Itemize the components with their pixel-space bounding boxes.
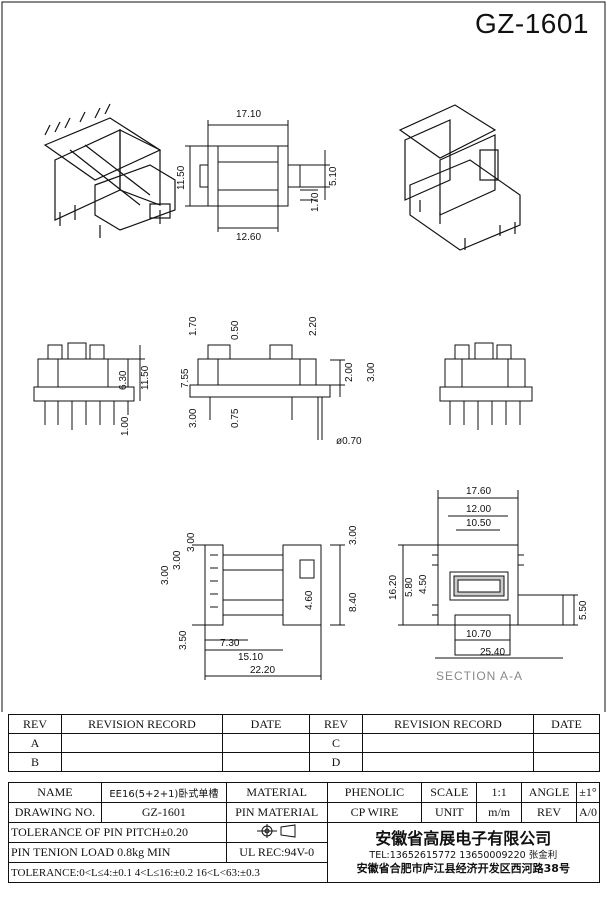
dim-sec-12-00: 12.00 (466, 504, 491, 515)
dim-bot-8-40: 8.40 (348, 592, 359, 612)
dim-bot-3-50: 3.50 (178, 630, 189, 650)
dim-side-3-00b: 3.00 (366, 362, 377, 382)
record-cell (362, 752, 534, 772)
rev-cell: A (8, 733, 62, 753)
side-view-center (189, 344, 345, 440)
angle-value: ±1° (576, 782, 600, 803)
material-label: MATERIAL (225, 782, 328, 803)
revision-row: A C (8, 733, 600, 753)
scale-value: 1:1 (476, 782, 523, 803)
dim-side-1-00: 1.00 (120, 416, 131, 436)
iso-view-right (398, 104, 521, 251)
side-view-right (439, 342, 533, 430)
rev-cell: D (309, 752, 363, 772)
date-header: DATE (222, 714, 310, 734)
dim-top-right-a: 5.10 (328, 166, 339, 186)
revision-header-row: REV REVISION RECORD DATE REV REVISION RE… (8, 714, 600, 734)
dim-side-6-30: 6.30 (118, 370, 129, 390)
revision-record-header: REVISION RECORD (362, 714, 534, 734)
company-address: 安徽省合肥市庐江县经济开发区西河路38号 (356, 861, 570, 875)
pin-material-value: CP WIRE (326, 802, 423, 823)
date-header: DATE (533, 714, 600, 734)
scale-label: SCALE (421, 782, 478, 803)
dim-bot-15-10: 15.10 (238, 652, 263, 663)
section-label: SECTION A-A (436, 669, 523, 683)
dim-sec-10-50: 10.50 (466, 518, 491, 529)
material-value: PHENOLIC (326, 782, 423, 803)
top-view (185, 120, 330, 232)
date-cell (533, 733, 600, 753)
unit-value: m/m (476, 802, 523, 823)
drawing-no-value: GZ-1601 (100, 802, 227, 823)
rev-value: A/0 (576, 802, 600, 823)
dim-top-bottom: 12.60 (236, 232, 261, 243)
section-view (398, 490, 578, 659)
dim-bot-22-20: 22.20 (250, 665, 275, 676)
dim-top-height: 11.50 (176, 165, 187, 190)
record-cell (362, 733, 534, 753)
revision-table: REV REVISION RECORD DATE REV REVISION RE… (8, 714, 600, 772)
rev-header: REV (8, 714, 62, 734)
dim-side-0-75: 0.75 (230, 408, 241, 428)
company-name: 安徽省高展电子有限公司 (375, 828, 552, 848)
dim-sec-5-80: 5.80 (404, 577, 415, 597)
name-label: NAME (8, 782, 102, 803)
dim-top-right-b: 1.70 (310, 192, 321, 212)
dim-side-0-50: 0.50 (230, 320, 241, 340)
unit-label: UNIT (421, 802, 478, 823)
dim-bot-3-00c: 3.00 (186, 532, 197, 552)
revision-record-header: REVISION RECORD (61, 714, 223, 734)
dim-bot-3-00-right: 3.00 (348, 525, 359, 545)
bottom-view (192, 544, 345, 680)
ul-rec: UL REC:94V-0 (225, 842, 328, 863)
dim-side-2-00: 2.00 (344, 362, 355, 382)
record-cell (61, 733, 223, 753)
dim-side-2-20: 2.20 (308, 316, 319, 336)
projection-symbol-icon (225, 822, 328, 843)
dim-side-7-55: 7.55 (180, 368, 191, 388)
date-cell (222, 752, 310, 772)
pin-material-label: PIN MATERIAL (225, 802, 328, 823)
revision-row: B D (8, 752, 600, 772)
pin-load: PIN TENION LOAD 0.8kg MIN (8, 842, 227, 863)
title-block: NAME EE16(5+2+1)卧式单槽 MATERIAL PHENOLIC S… (8, 782, 601, 883)
dim-bot-3-00b: 3.00 (172, 550, 183, 570)
drawing-no-label: DRAWING NO. (8, 802, 102, 823)
dim-sec-4-50: 4.50 (418, 574, 429, 594)
dim-top-width: 17.10 (236, 109, 261, 120)
dim-sec-5-50: 5.50 (578, 600, 589, 620)
angle-label: ANGLE (521, 782, 577, 803)
dim-sec-25-40: 25.40 (480, 647, 505, 658)
date-cell (222, 733, 310, 753)
rev-cell: B (8, 752, 62, 772)
dim-bot-3-00a: 3.00 (160, 565, 171, 585)
dim-sec-17-60: 17.60 (466, 486, 491, 497)
sheet-border (1, 1, 606, 712)
company-block: 安徽省高展电子有限公司 TEL:13652615772 13650009220 … (326, 822, 601, 883)
tolerance-general: TOLERANCE:0<L≤4:±0.1 4<L≤16:±0.2 16<L<63… (8, 862, 328, 883)
name-value: EE16(5+2+1)卧式单槽 (100, 782, 227, 803)
rev-header: REV (309, 714, 363, 734)
drawing-canvas: 17.10 11.50 5.10 1.70 12.60 6.30 11.50 1… (1, 1, 606, 712)
tolerance-pitch: TOLERANCE OF PIN PITCH±0.20 (8, 822, 227, 843)
dim-side-pin: ø0.70 (336, 436, 362, 447)
dim-side-1-70: 1.70 (188, 316, 199, 336)
side-view-left (33, 342, 145, 430)
date-cell (533, 752, 600, 772)
rev-label: REV (521, 802, 577, 823)
record-cell (61, 752, 223, 772)
dim-bot-4-60: 4.60 (304, 590, 315, 610)
dim-side-11-50: 11.50 (140, 365, 151, 390)
dim-sec-16-20: 16.20 (388, 575, 399, 600)
drawing-title: GZ-1601 (475, 8, 589, 39)
dim-side-3-00: 3.00 (188, 408, 199, 428)
rev-cell: C (309, 733, 363, 753)
iso-view-left (43, 103, 176, 238)
company-tel: TEL:13652615772 13650009220 张金利 (369, 849, 558, 861)
dim-bot-7-30: 7.30 (220, 638, 240, 649)
dim-sec-10-70: 10.70 (466, 629, 491, 640)
